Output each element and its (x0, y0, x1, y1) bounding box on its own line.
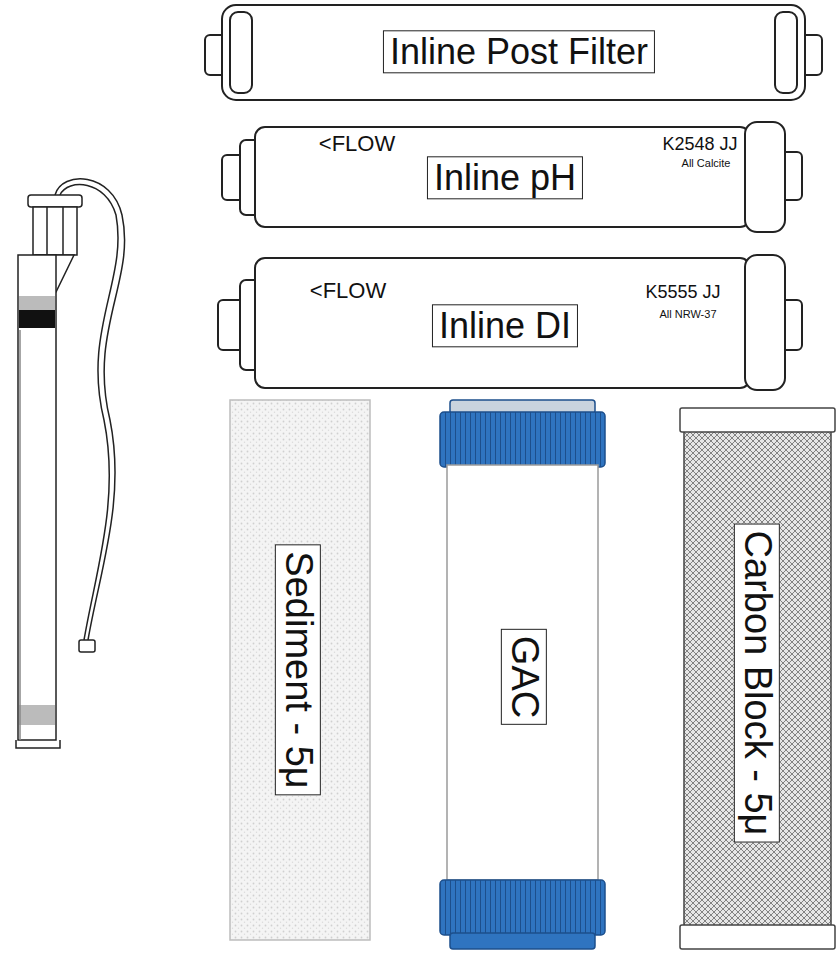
sediment-cartridge (230, 400, 370, 940)
cartridge-name: Inline DI (432, 304, 578, 347)
post-filter: Inline Post Filter (222, 5, 805, 100)
media-note: All Calcite (682, 157, 731, 170)
carbon-block-cartridge (680, 408, 835, 949)
cartridge-name: GAC (501, 629, 547, 725)
di-filter: <FLOW Inline DI K5555 JJ All NRW-37 (225, 255, 800, 390)
cartridge-name: Inline pH (427, 156, 583, 199)
carbon-block-filter: Carbon Block - 5μ (680, 432, 835, 925)
sediment-filter: Sediment - 5μ (230, 400, 370, 940)
part-number: K2548 JJ (662, 134, 737, 155)
flow-label: <FLOW (310, 278, 386, 303)
flow-label: <FLOW (319, 131, 395, 156)
part-number: K5555 JJ (645, 282, 720, 303)
cartridge-name: Carbon Block - 5μ (734, 524, 780, 843)
ph-cartridge (222, 122, 802, 232)
post-filter-cartridge (205, 5, 822, 100)
media-note: All NRW-37 (659, 308, 716, 321)
ph-filter: <FLOW Inline pH K2548 JJ All Calcite (233, 125, 790, 230)
uv-lamp (16, 179, 125, 748)
cartridge-name: Inline Post Filter (383, 30, 655, 73)
gac-cartridge (440, 400, 605, 949)
gac-filter: GAC (440, 465, 605, 880)
cartridge-name: Sediment - 5μ (275, 544, 321, 795)
di-cartridge (218, 255, 802, 390)
